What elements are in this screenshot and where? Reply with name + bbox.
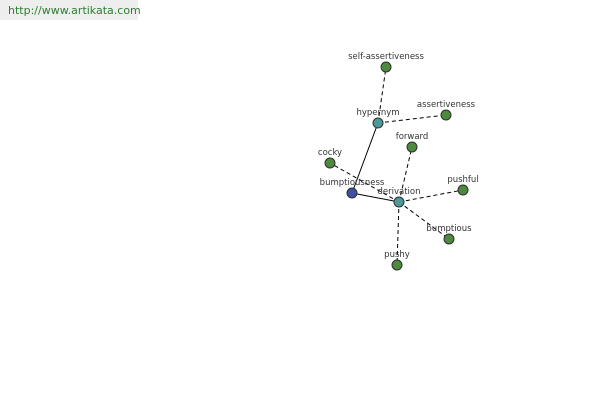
url-banner[interactable]: http://www.artikata.com: [0, 0, 141, 20]
node-label-forward: forward: [396, 132, 429, 142]
node-label-hypernym: hypernym: [356, 108, 399, 118]
edge-bumptiousness-derivation: [351, 192, 400, 203]
node-label-derivation: derivation: [377, 187, 420, 197]
node-bumptiousness[interactable]: [346, 187, 358, 199]
node-cocky[interactable]: [324, 157, 336, 169]
edge-bumptiousness-hypernym: [351, 122, 379, 194]
node-label-bumptious: bumptious: [426, 224, 472, 234]
edge-hypernym-assertiveness: [377, 114, 447, 124]
node-pushy[interactable]: [391, 259, 403, 271]
node-label-bumptiousness: bumptiousness: [320, 178, 385, 188]
edge-hypernym-self-assertiveness: [377, 66, 387, 124]
edge-derivation-pushful: [398, 189, 464, 203]
edge-derivation-pushy: [396, 201, 400, 266]
node-label-cocky: cocky: [318, 148, 342, 158]
edge-derivation-forward: [398, 146, 413, 203]
graph-labels: bumptiousness hypernym derivation self-asse…: [318, 52, 479, 260]
node-bumptious[interactable]: [443, 233, 455, 245]
node-label-assertiveness: assertiveness: [417, 100, 476, 110]
node-pushful[interactable]: [457, 184, 469, 196]
node-self-assertiveness[interactable]: [380, 61, 392, 73]
node-hypernym[interactable]: [372, 117, 384, 129]
edge-derivation-cocky: [329, 162, 400, 203]
graph-nodes: [324, 61, 469, 271]
edge-derivation-bumptious: [398, 201, 450, 240]
node-assertiveness[interactable]: [440, 109, 452, 121]
node-label-pushful: pushful: [447, 175, 478, 185]
node-forward[interactable]: [406, 141, 418, 153]
node-derivation[interactable]: [393, 196, 405, 208]
node-label-self-assertiveness: self-assertiveness: [348, 52, 424, 62]
node-label-pushy: pushy: [384, 250, 410, 260]
graph-edges: [329, 66, 464, 266]
